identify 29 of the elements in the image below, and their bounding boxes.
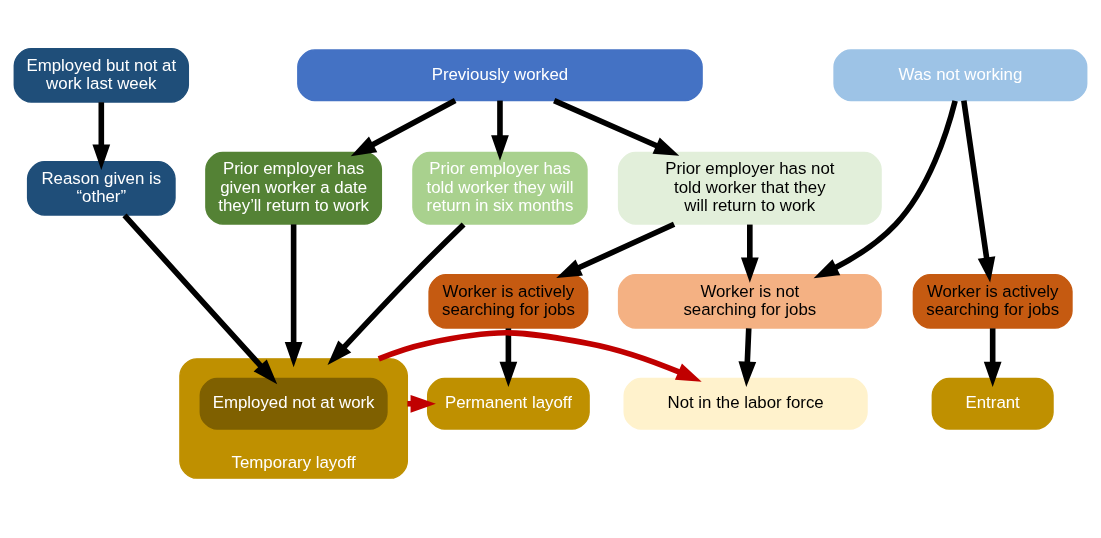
arrow [377, 330, 702, 382]
arrow [122, 213, 278, 385]
node-box: Entrant [931, 377, 1054, 430]
node-box: Permanent layoff [426, 377, 590, 430]
arrow [740, 224, 759, 283]
arrow [738, 328, 757, 387]
arrow [553, 98, 680, 156]
arrow [983, 328, 1002, 387]
arrow [92, 102, 111, 170]
arrow [284, 224, 303, 368]
node-box: Prior employer has told worker they will return in six months [412, 151, 588, 225]
arrow [350, 98, 457, 157]
arrow [961, 100, 996, 283]
node-box: Worker is actively searching for jobs [912, 273, 1073, 329]
node-box: Employed but not at work last week [13, 47, 190, 103]
node-box: Not in the labor force [623, 377, 868, 430]
node-box: Previously worked [297, 49, 703, 102]
arrow [499, 328, 518, 387]
node-box: Worker is actively searching for jobs [428, 273, 589, 329]
node-box: Employed not at work [199, 377, 388, 430]
arrow [491, 100, 509, 161]
node-box: Worker is not searching for jobs [617, 273, 882, 329]
node-box: Was not working [833, 49, 1088, 102]
arrow [556, 221, 676, 279]
node-box: Prior employer has given worker a date they’ll return to work [205, 151, 383, 225]
arrow [813, 100, 958, 279]
arrow [327, 222, 466, 366]
node-box: Reason given is “other” [26, 160, 176, 216]
node-box: Prior employer has not told worker that they will return to work [617, 151, 882, 225]
